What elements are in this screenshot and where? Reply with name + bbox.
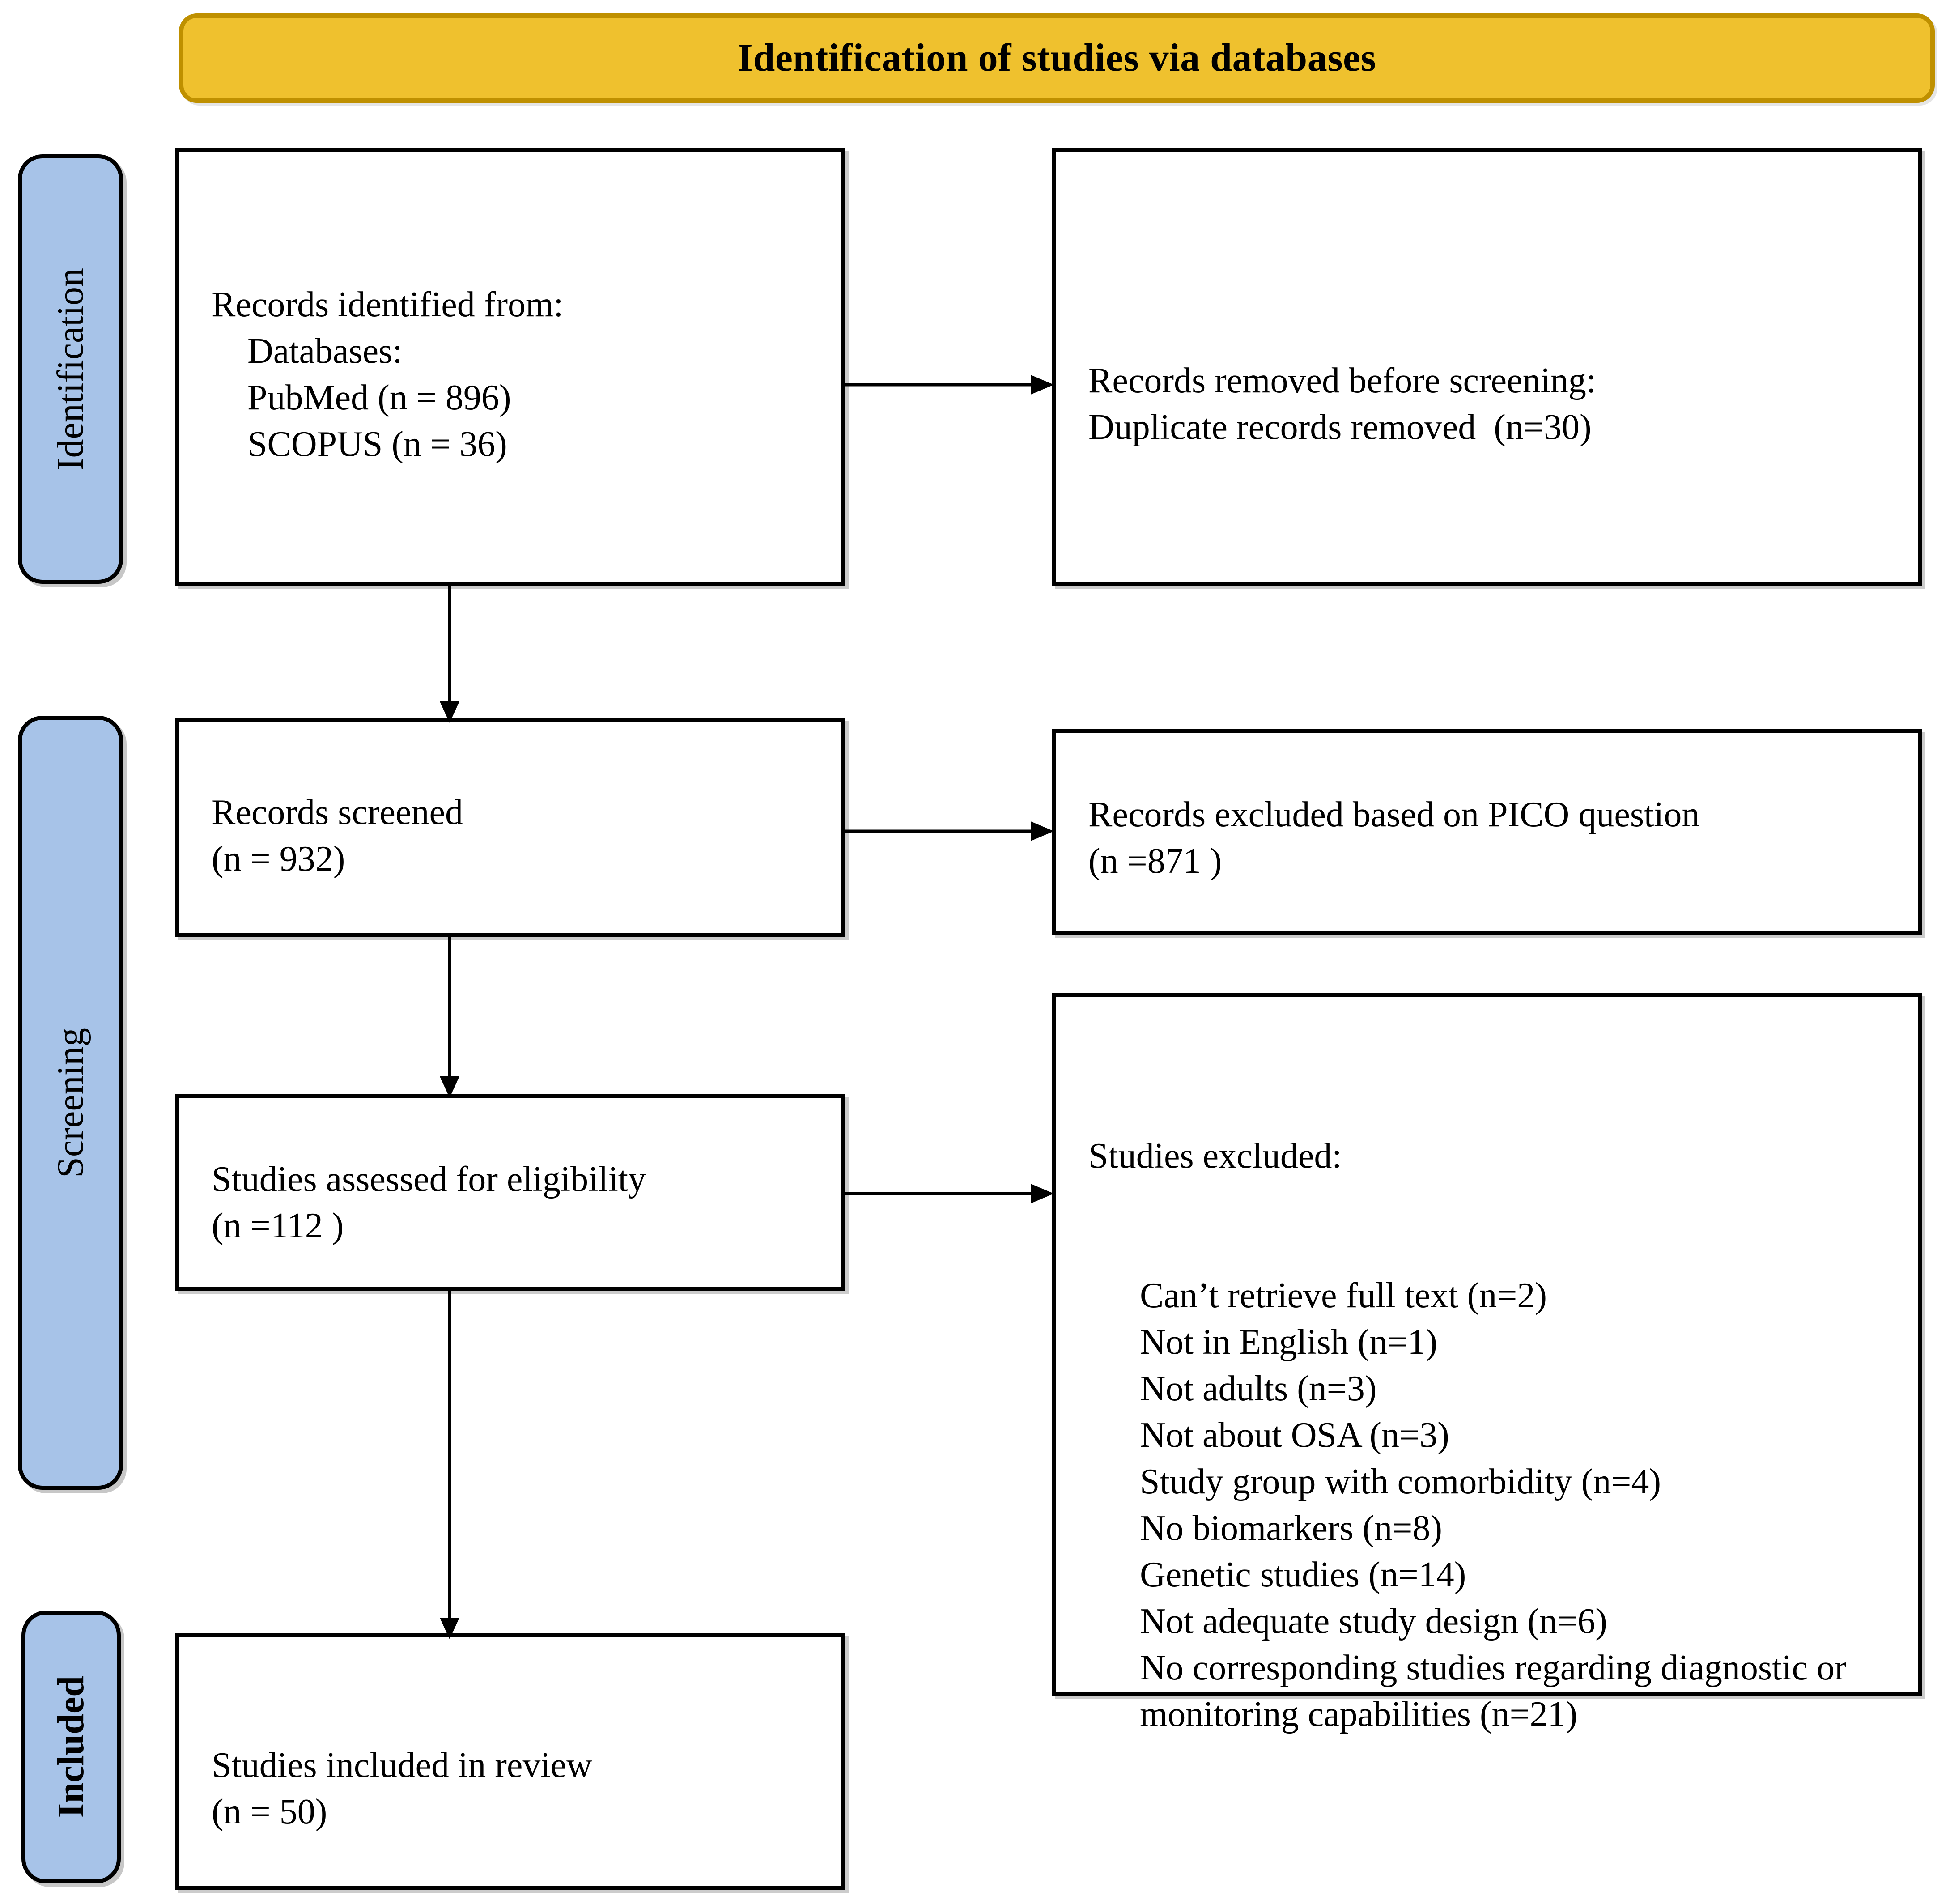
box-studies-included: Studies included in review (n = 50) xyxy=(175,1633,845,1890)
header-banner: Identification of studies via databases xyxy=(179,13,1935,103)
connector-identified-to-screened xyxy=(436,582,463,725)
stage-sidebar-screening: Screening xyxy=(18,716,123,1490)
box-studies-included-text: Studies included in review (n = 50) xyxy=(212,1746,592,1832)
connector-eligibility-to-included xyxy=(436,1288,463,1641)
box-records-excluded-pico-text: Records excluded based on PICO question … xyxy=(1088,795,1700,881)
stage-sidebar-included: Included xyxy=(21,1611,121,1883)
studies-excluded-heading: Studies excluded: xyxy=(1088,1136,1342,1176)
connector-identified-to-removed xyxy=(845,371,1056,398)
stage-label-included: Included xyxy=(50,1676,92,1818)
connector-eligibility-to-studies-excluded xyxy=(845,1180,1056,1207)
studies-excluded-list: Can’t retrieve full text (n=2) Not in Eng… xyxy=(1088,1272,1899,1738)
box-records-identified: Records identified from: Databases: PubM… xyxy=(175,148,845,586)
box-studies-assessed-eligibility: Studies assessed for eligibility (n =112… xyxy=(175,1094,845,1291)
box-studies-excluded: Studies excluded: Can’t retrieve full te… xyxy=(1052,993,1922,1734)
studies-excluded-item: Genetic studies (n=14) xyxy=(1140,1555,1466,1594)
connector-screened-to-excluded-pico xyxy=(845,818,1056,845)
connector-screened-to-eligibility xyxy=(436,934,463,1100)
box-records-screened-text: Records screened (n = 932) xyxy=(212,793,463,879)
box-records-removed-text: Records removed before screening: Duplic… xyxy=(1088,361,1597,447)
box-records-excluded-pico: Records excluded based on PICO question … xyxy=(1052,729,1922,935)
stage-label-screening: Screening xyxy=(49,1028,91,1178)
box-records-screened: Records screened (n = 932) xyxy=(175,718,845,937)
studies-excluded-item: Not in English (n=1) xyxy=(1140,1322,1438,1362)
studies-excluded-item: Not adequate study design (n=6) xyxy=(1140,1602,1607,1641)
studies-excluded-item: Can’t retrieve full text (n=2) xyxy=(1140,1276,1547,1315)
box-records-identified-text: Records identified from: Databases: PubM… xyxy=(212,285,564,464)
stage-sidebar-identification: Identification xyxy=(18,154,123,584)
studies-excluded-item: Not about OSA (n=3) xyxy=(1140,1415,1449,1455)
studies-excluded-item: Not adults (n=3) xyxy=(1140,1369,1377,1408)
stage-label-identification: Identification xyxy=(49,268,91,471)
studies-excluded-item: Study group with comorbidity (n=4) xyxy=(1140,1462,1661,1501)
studies-excluded-item: No biomarkers (n=8) xyxy=(1140,1509,1443,1548)
box-studies-assessed-eligibility-text: Studies assessed for eligibility (n =112… xyxy=(212,1160,646,1245)
box-records-removed: Records removed before screening: Duplic… xyxy=(1052,148,1922,586)
box-studies-excluded-text: Studies excluded: Can’t retrieve full te… xyxy=(1088,1040,1899,1831)
banner-title: Identification of studies via databases xyxy=(737,36,1376,80)
studies-excluded-item: No corresponding studies regarding diagn… xyxy=(1140,1648,1856,1734)
